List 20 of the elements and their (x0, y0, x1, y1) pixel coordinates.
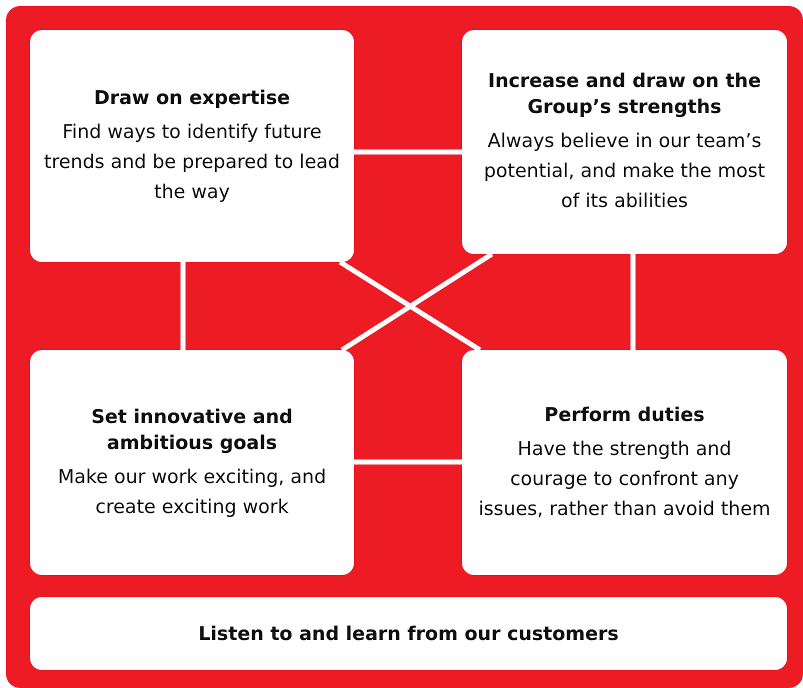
value-card (30, 350, 354, 575)
connector-line (338, 260, 482, 352)
card-heading: Perform duties (544, 402, 705, 428)
card-description: Find ways to identify future trends and be prepared to lead the way (44, 120, 340, 205)
connector-line (630, 254, 636, 350)
card-heading: Draw on expertise (94, 86, 290, 111)
connector-line (354, 460, 462, 464)
connector-line (340, 252, 494, 352)
card-heading: Set innovative and ambitious goals (90, 404, 294, 456)
card-description: Make our work exciting, and create exciting work (56, 464, 328, 520)
value-card (30, 30, 354, 262)
value-card (462, 350, 787, 575)
card-description: Have the strength and courage to confront any issues, rather than avoid them (477, 436, 772, 522)
card-description: Always believe in our team’s potential, and make the most of its abilities (482, 129, 766, 214)
card-heading: Increase and draw on the Group’s strengths (487, 69, 762, 120)
connector-line (180, 262, 186, 350)
connector-line (354, 150, 462, 154)
card-heading: Listen to and learn from our customers (198, 622, 619, 646)
value-card (462, 30, 787, 254)
value-banner (30, 597, 787, 670)
